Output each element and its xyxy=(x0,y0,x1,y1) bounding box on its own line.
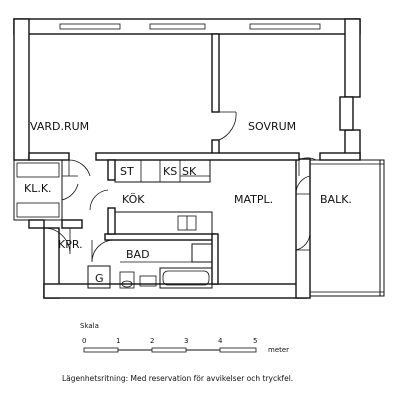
scale-tick-2: 2 xyxy=(150,337,154,345)
scale-unit: meter xyxy=(268,346,289,354)
scale-bar: Skala 0 1 2 3 4 5 meter xyxy=(80,322,289,354)
balcony xyxy=(309,159,385,297)
top-windows xyxy=(59,23,321,30)
fixture-label-sk: SK xyxy=(182,165,197,178)
interior-wall-vardrum-sovrum xyxy=(211,33,237,159)
scale-tick-4: 4 xyxy=(218,337,223,345)
scale-tick-3: 3 xyxy=(184,337,188,345)
scale-tick-0: 0 xyxy=(82,337,86,345)
room-label-kok: KÖK xyxy=(122,193,145,206)
interior-wall-kok-bad xyxy=(104,159,219,285)
room-label-vardrum: VARD.RUM xyxy=(30,120,89,133)
hall-doors xyxy=(28,189,115,263)
room-label-matpl: MATPL. xyxy=(234,193,273,206)
room-label-g: G xyxy=(95,272,104,285)
room-label-bad: BAD xyxy=(126,248,150,261)
scale-title: Skala xyxy=(80,322,99,330)
room-label-kpr: KPR. xyxy=(58,238,83,251)
scale-tick-5: 5 xyxy=(253,337,257,345)
room-label-balk: BALK. xyxy=(320,193,352,206)
scale-tick-1: 1 xyxy=(116,337,120,345)
fixture-label-ks: KS xyxy=(163,165,177,178)
bathroom-fixtures xyxy=(87,243,213,289)
room-label-sovrum: SOVRUM xyxy=(248,120,296,133)
caption: Lägenhetsritning: Med reservation för av… xyxy=(62,374,293,383)
room-label-klk: KL.K. xyxy=(24,182,52,195)
fixture-label-st: ST xyxy=(120,165,134,178)
